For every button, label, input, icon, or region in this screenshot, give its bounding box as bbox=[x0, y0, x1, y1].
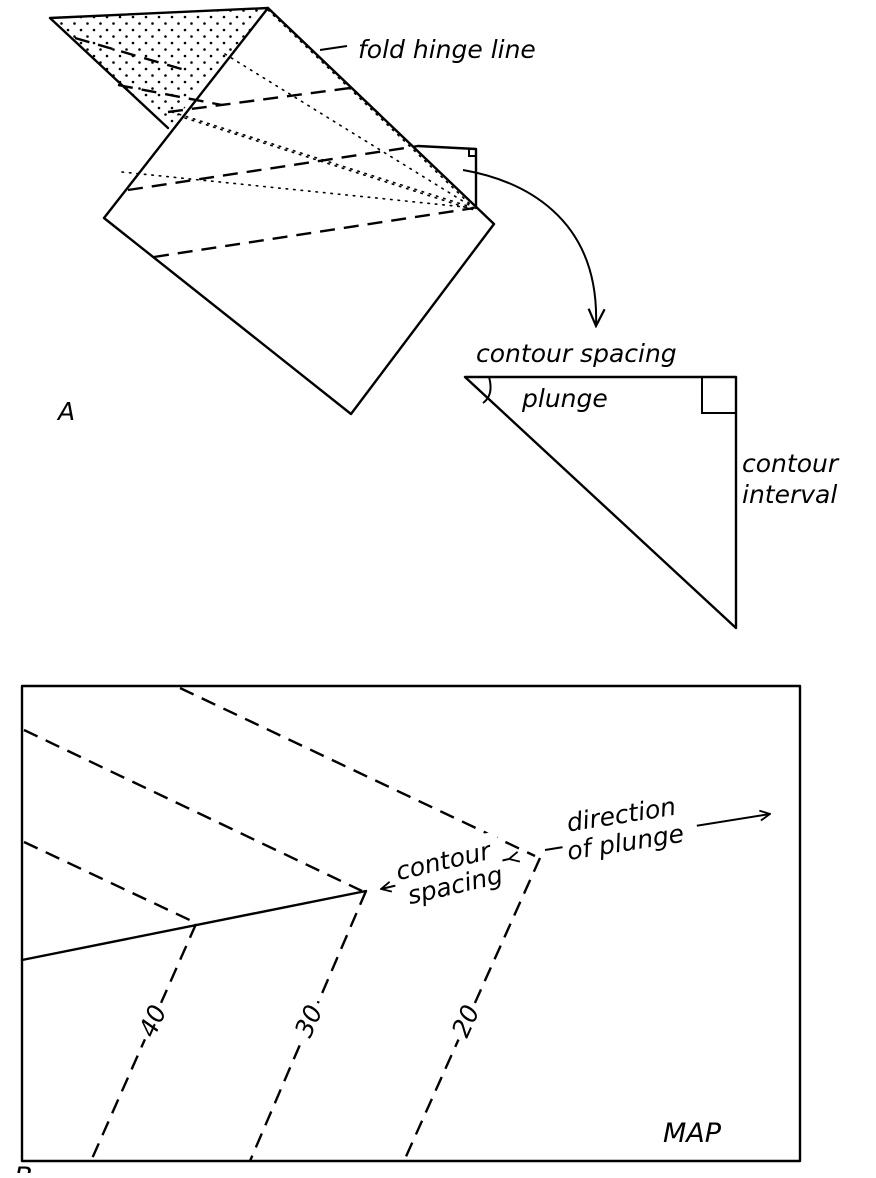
map-label: MAP bbox=[663, 1118, 722, 1149]
panel-b-label: B bbox=[14, 1162, 33, 1173]
plunge-angle-arc bbox=[482, 376, 492, 404]
curved-arrow bbox=[462, 169, 596, 326]
contour-label: contour bbox=[742, 449, 840, 478]
contour-line bbox=[23, 728, 363, 893]
contour-value-20: 20 bbox=[446, 997, 485, 1044]
interval-label: interval bbox=[742, 480, 837, 509]
hinge-trace bbox=[20, 889, 368, 962]
contour-value-30: 30 bbox=[289, 997, 328, 1044]
hinge-leader bbox=[319, 45, 348, 51]
projection-line bbox=[224, 53, 475, 209]
stippled-plane bbox=[50, 8, 268, 128]
contour-spacing-map-label: contour spacing bbox=[388, 831, 509, 913]
panel-a: fold hinge line contour spacing plunge c… bbox=[48, 6, 840, 630]
contour-spacing-label: contour spacing bbox=[476, 339, 677, 368]
contour-line bbox=[179, 686, 536, 858]
plunge-triangle bbox=[463, 375, 738, 630]
map-frame bbox=[20, 684, 802, 1163]
fold-limb-square bbox=[102, 6, 496, 416]
stippled-trace bbox=[117, 83, 223, 107]
stippled-plane-outline bbox=[48, 6, 270, 130]
limb-trace bbox=[127, 144, 419, 192]
panel-a-label: A bbox=[56, 397, 75, 426]
direction-of-plunge-label: direction of plunge bbox=[555, 783, 700, 867]
contour-line bbox=[23, 840, 197, 925]
projection-line bbox=[121, 171, 475, 209]
projection-line bbox=[171, 111, 475, 209]
fold-hinge-line-label: fold hinge line bbox=[358, 35, 536, 64]
stippled-trace bbox=[74, 36, 186, 72]
limb-trace bbox=[153, 206, 475, 259]
plunge-label: plunge bbox=[521, 384, 608, 413]
contour-line-20 bbox=[402, 857, 542, 1162]
small-right-angle-mark bbox=[468, 148, 477, 157]
limb-trace bbox=[167, 86, 351, 114]
projection-line bbox=[267, 9, 475, 209]
contour-line-40 bbox=[89, 923, 198, 1162]
projection-line bbox=[184, 117, 475, 211]
contour-value-40: 40 bbox=[133, 997, 172, 1044]
panel-b: 40 30 20 contour spacing direction of pl… bbox=[14, 684, 802, 1178]
large-right-angle-mark bbox=[701, 377, 736, 414]
